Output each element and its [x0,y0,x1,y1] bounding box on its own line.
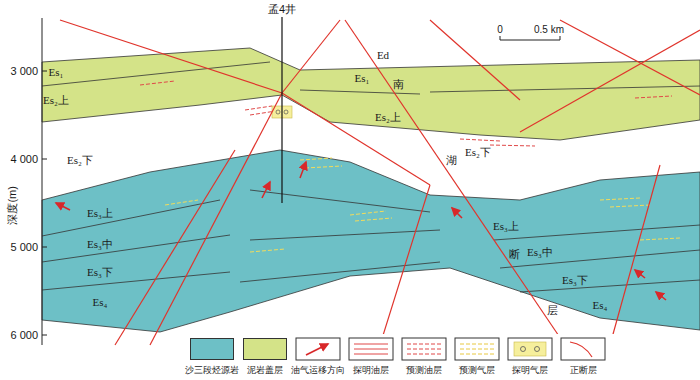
axis-title: 深度(m) [6,186,19,225]
depth-value: 3 000 [10,65,38,78]
formation-label: Es₃上 [493,220,519,233]
formation-label: Es₃中 [527,246,553,259]
scale-bar [500,36,560,40]
formation-label: Es₁ [355,72,370,85]
formation-label: Es₂上 [43,94,69,107]
formation-label: Es₂上 [375,111,401,124]
formation-label: Es₃中 [87,238,113,251]
legend-text: 预测油层 [406,365,442,375]
legend-text: 泥岩盖层 [247,365,283,375]
well-trace [281,17,282,203]
legend-swatch [190,338,234,360]
fault-name: 断 [509,248,520,261]
formation-label: Es₁ [49,66,64,79]
fault-name: 湖 [446,154,457,167]
source-rock-band [42,150,700,332]
legend-samples [296,338,605,360]
formation-label: Es₄ [93,296,108,309]
depth-value: 4 000 [10,153,38,166]
formation-label: Ed [377,49,389,62]
depth-value: 6 000 [10,329,38,342]
fault-name: 层 [547,304,558,317]
legend-text: 预测气层 [459,365,495,375]
legend-text: 探明油层 [353,365,389,375]
formation-label: Es₃上 [87,207,113,220]
scale-value: 0 [497,24,503,36]
horizons [42,62,700,292]
scale-value: 0.5 km [534,24,564,36]
fault-name: 南 [393,78,404,91]
migration-arrows [56,162,666,300]
formation-label: Es₄ [593,299,608,312]
legend-text: 正断层 [570,365,597,375]
depth-value: 5 000 [10,241,38,254]
legend-text: 油气运移方向 [291,365,345,375]
normal-faults [60,20,700,345]
legend-ground [180,334,640,380]
depth-axis [42,18,47,345]
formation-label: Es₂下 [465,146,491,159]
gas-layers [165,158,680,252]
formation-label: Es₂下 [67,154,93,167]
legend-text: 沙三段烃源岩 [185,365,239,375]
caprock-band [42,48,700,140]
legend-swatch [243,338,287,360]
formation-label: Es₃下 [562,274,588,287]
legend-text: 探明气层 [512,365,548,375]
well-name: 孟4井 [268,3,296,16]
formation-label: Es₃下 [87,266,113,279]
